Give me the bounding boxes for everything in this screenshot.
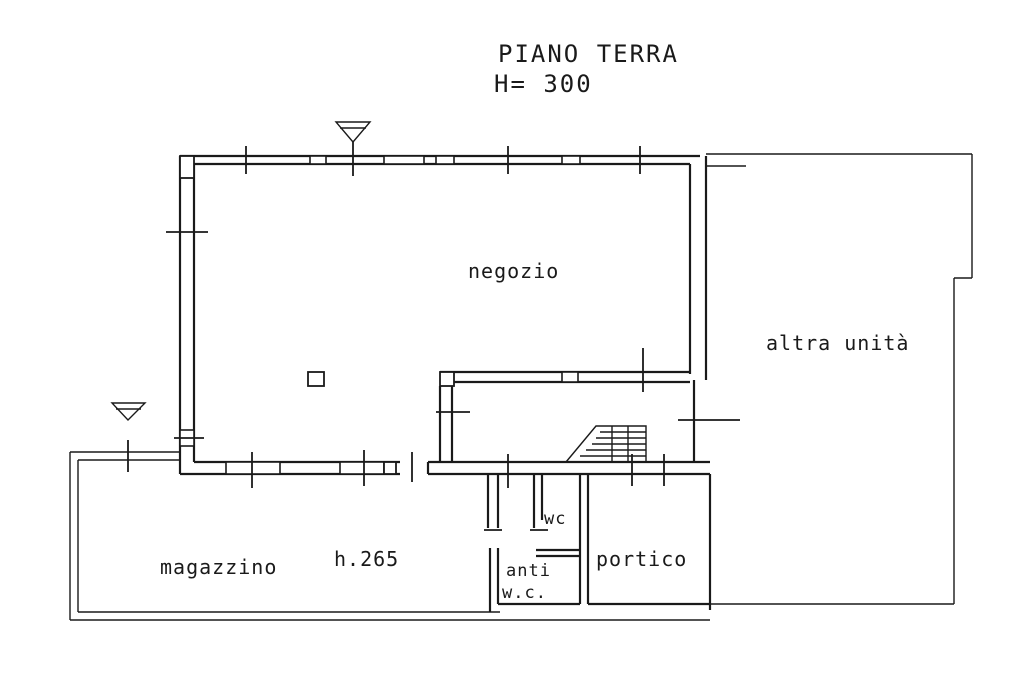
left-wall-ticks: [166, 231, 208, 447]
bottom-wall-windows: [225, 450, 413, 488]
magazzino-walls: [69, 451, 710, 621]
inner-partition: [426, 348, 740, 476]
pillar-icon: [307, 371, 325, 387]
room-label-magazzino: magazzino: [160, 555, 277, 579]
room-label-anti: anti: [506, 561, 551, 581]
level-marker-icon: [334, 121, 372, 176]
room-label-portico: portico: [596, 547, 687, 571]
plan-height: H= 300: [494, 70, 593, 98]
room-label-anti-wc: w.c.: [502, 583, 547, 603]
service-partitions: [484, 454, 712, 612]
top-wall-windows: [245, 146, 641, 174]
stair-icon: [565, 425, 647, 463]
magazzino-height: h.265: [334, 547, 399, 571]
plan-title: PIANO TERRA: [498, 40, 679, 68]
room-label-negozio: negozio: [468, 259, 559, 283]
level-marker-icon: [110, 402, 147, 472]
altra-unita-boundary: [706, 153, 973, 605]
room-label-altra-unita: altra unità: [766, 331, 909, 355]
room-label-wc: wc: [544, 509, 566, 529]
